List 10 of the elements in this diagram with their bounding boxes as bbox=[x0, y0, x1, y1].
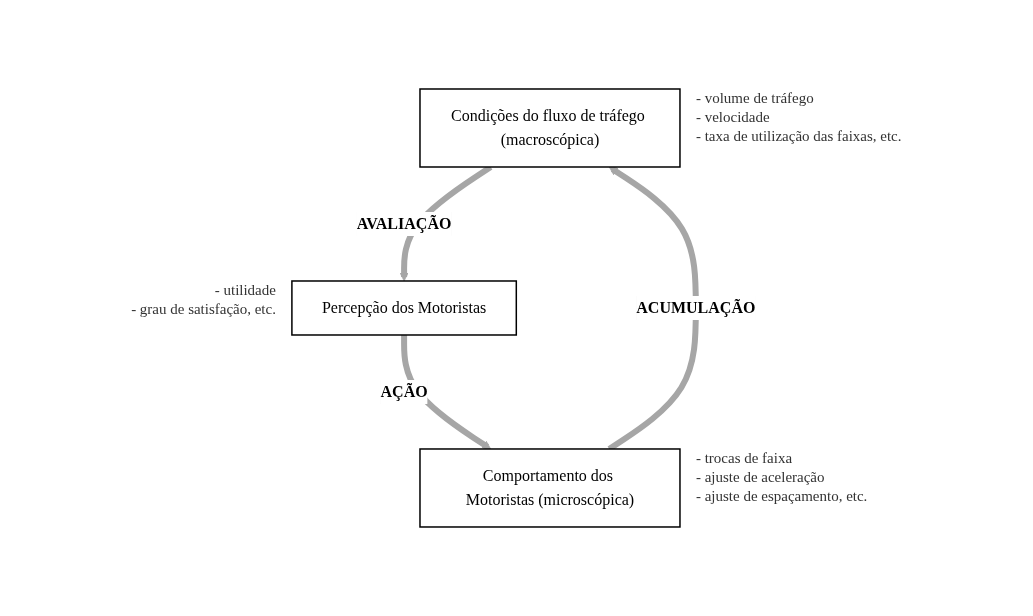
edge-label: AVALIAÇÃO bbox=[356, 215, 452, 232]
edge-label: ACUMULAÇÃO bbox=[636, 298, 756, 316]
edge-label: AÇÃO bbox=[380, 382, 428, 400]
bullet-list: - utilidade - grau de satisfação, etc. bbox=[131, 282, 277, 317]
node-box: Comportamento dos Motoristas (microscópica) bbox=[419, 448, 681, 528]
bullet-list: - volume de tráfego - velocidade - taxa de utilização das faixas, etc. bbox=[696, 90, 902, 144]
bullet-list: - trocas de faixa - ajuste de aceleração - ajuste de espaçamento, etc. bbox=[696, 450, 868, 504]
node-box: Condições do fluxo de tráfego (macroscópica) bbox=[419, 88, 681, 168]
arrow bbox=[401, 335, 492, 450]
node-box: Percepção dos Motoristas bbox=[291, 280, 518, 336]
